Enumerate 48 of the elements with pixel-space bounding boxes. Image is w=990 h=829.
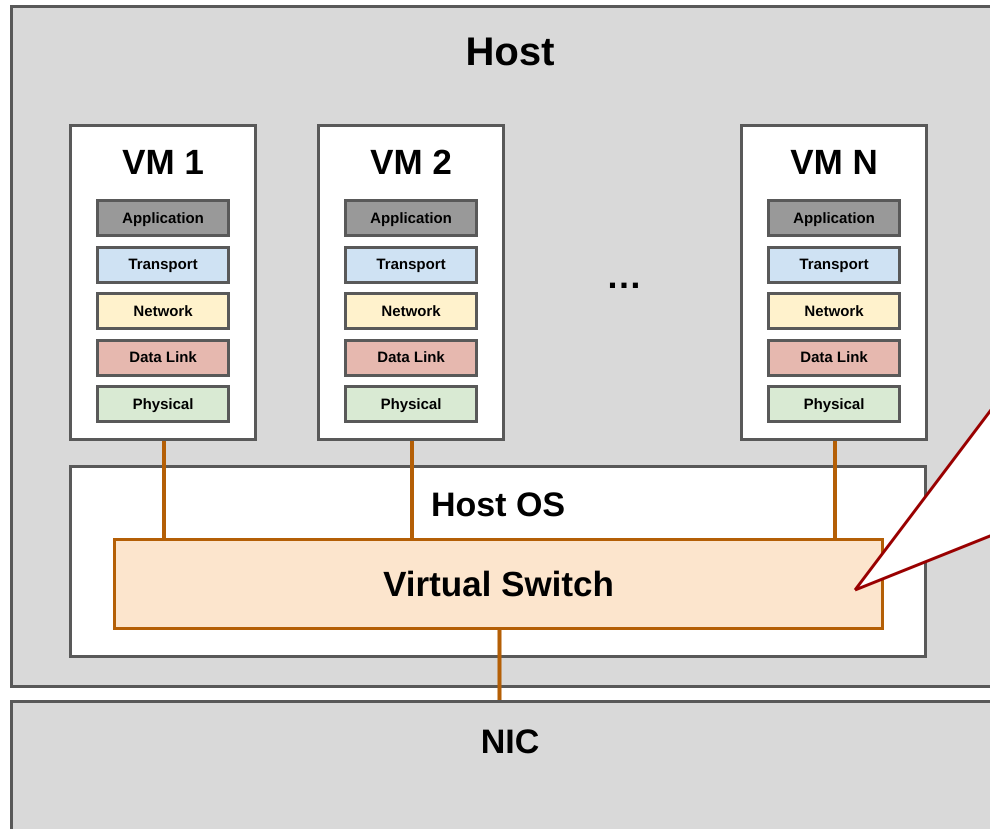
box-title: Network [804, 304, 864, 318]
box-title: Physical [380, 396, 442, 412]
ellipsis-label: … [606, 258, 642, 294]
box-title: Physical [132, 396, 194, 412]
box-title: Transport [799, 257, 869, 272]
layer-box [96, 246, 230, 284]
box-title: NIC [480, 725, 540, 759]
box-title: VM 2 [370, 145, 452, 180]
connector-line [833, 441, 837, 538]
layer-box [344, 292, 478, 330]
box-title: Data Link [129, 350, 197, 365]
layer-box [767, 199, 901, 237]
vm-box [69, 124, 257, 441]
box-title: Physical [804, 396, 864, 412]
virtual-switch-box [113, 538, 884, 630]
host-box [10, 5, 990, 688]
layer-box [96, 199, 230, 237]
nic-box [10, 700, 990, 829]
layer-box [767, 338, 901, 376]
box-title: Host [466, 32, 554, 72]
box-title: Transport [128, 257, 198, 272]
box-title: VM N [790, 145, 878, 180]
box-title: Application [122, 210, 204, 226]
connector-line [162, 441, 166, 538]
vm-box [317, 124, 505, 441]
layer-box [344, 338, 478, 376]
box-title: Data Link [800, 350, 868, 365]
layer-box [767, 385, 901, 423]
layer-box [96, 292, 230, 330]
box-title: Transport [376, 257, 446, 272]
layer-box [767, 292, 901, 330]
layer-box [344, 385, 478, 423]
layer-box [96, 385, 230, 423]
layer-box [344, 246, 478, 284]
box-title: Application [793, 210, 875, 226]
vm-box [740, 124, 928, 441]
box-title: VM 1 [122, 145, 204, 180]
layer-box [344, 199, 478, 237]
connector-line [410, 441, 414, 538]
box-title: Virtual Switch [383, 566, 614, 602]
box-title: Data Link [377, 350, 445, 365]
box-title: Application [370, 210, 452, 226]
box-title: Host OS [430, 488, 566, 522]
box-title: Network [381, 304, 441, 318]
layer-box [96, 338, 230, 376]
box-title: Network [133, 304, 193, 318]
layer-box [767, 246, 901, 284]
connector-line [498, 630, 502, 700]
